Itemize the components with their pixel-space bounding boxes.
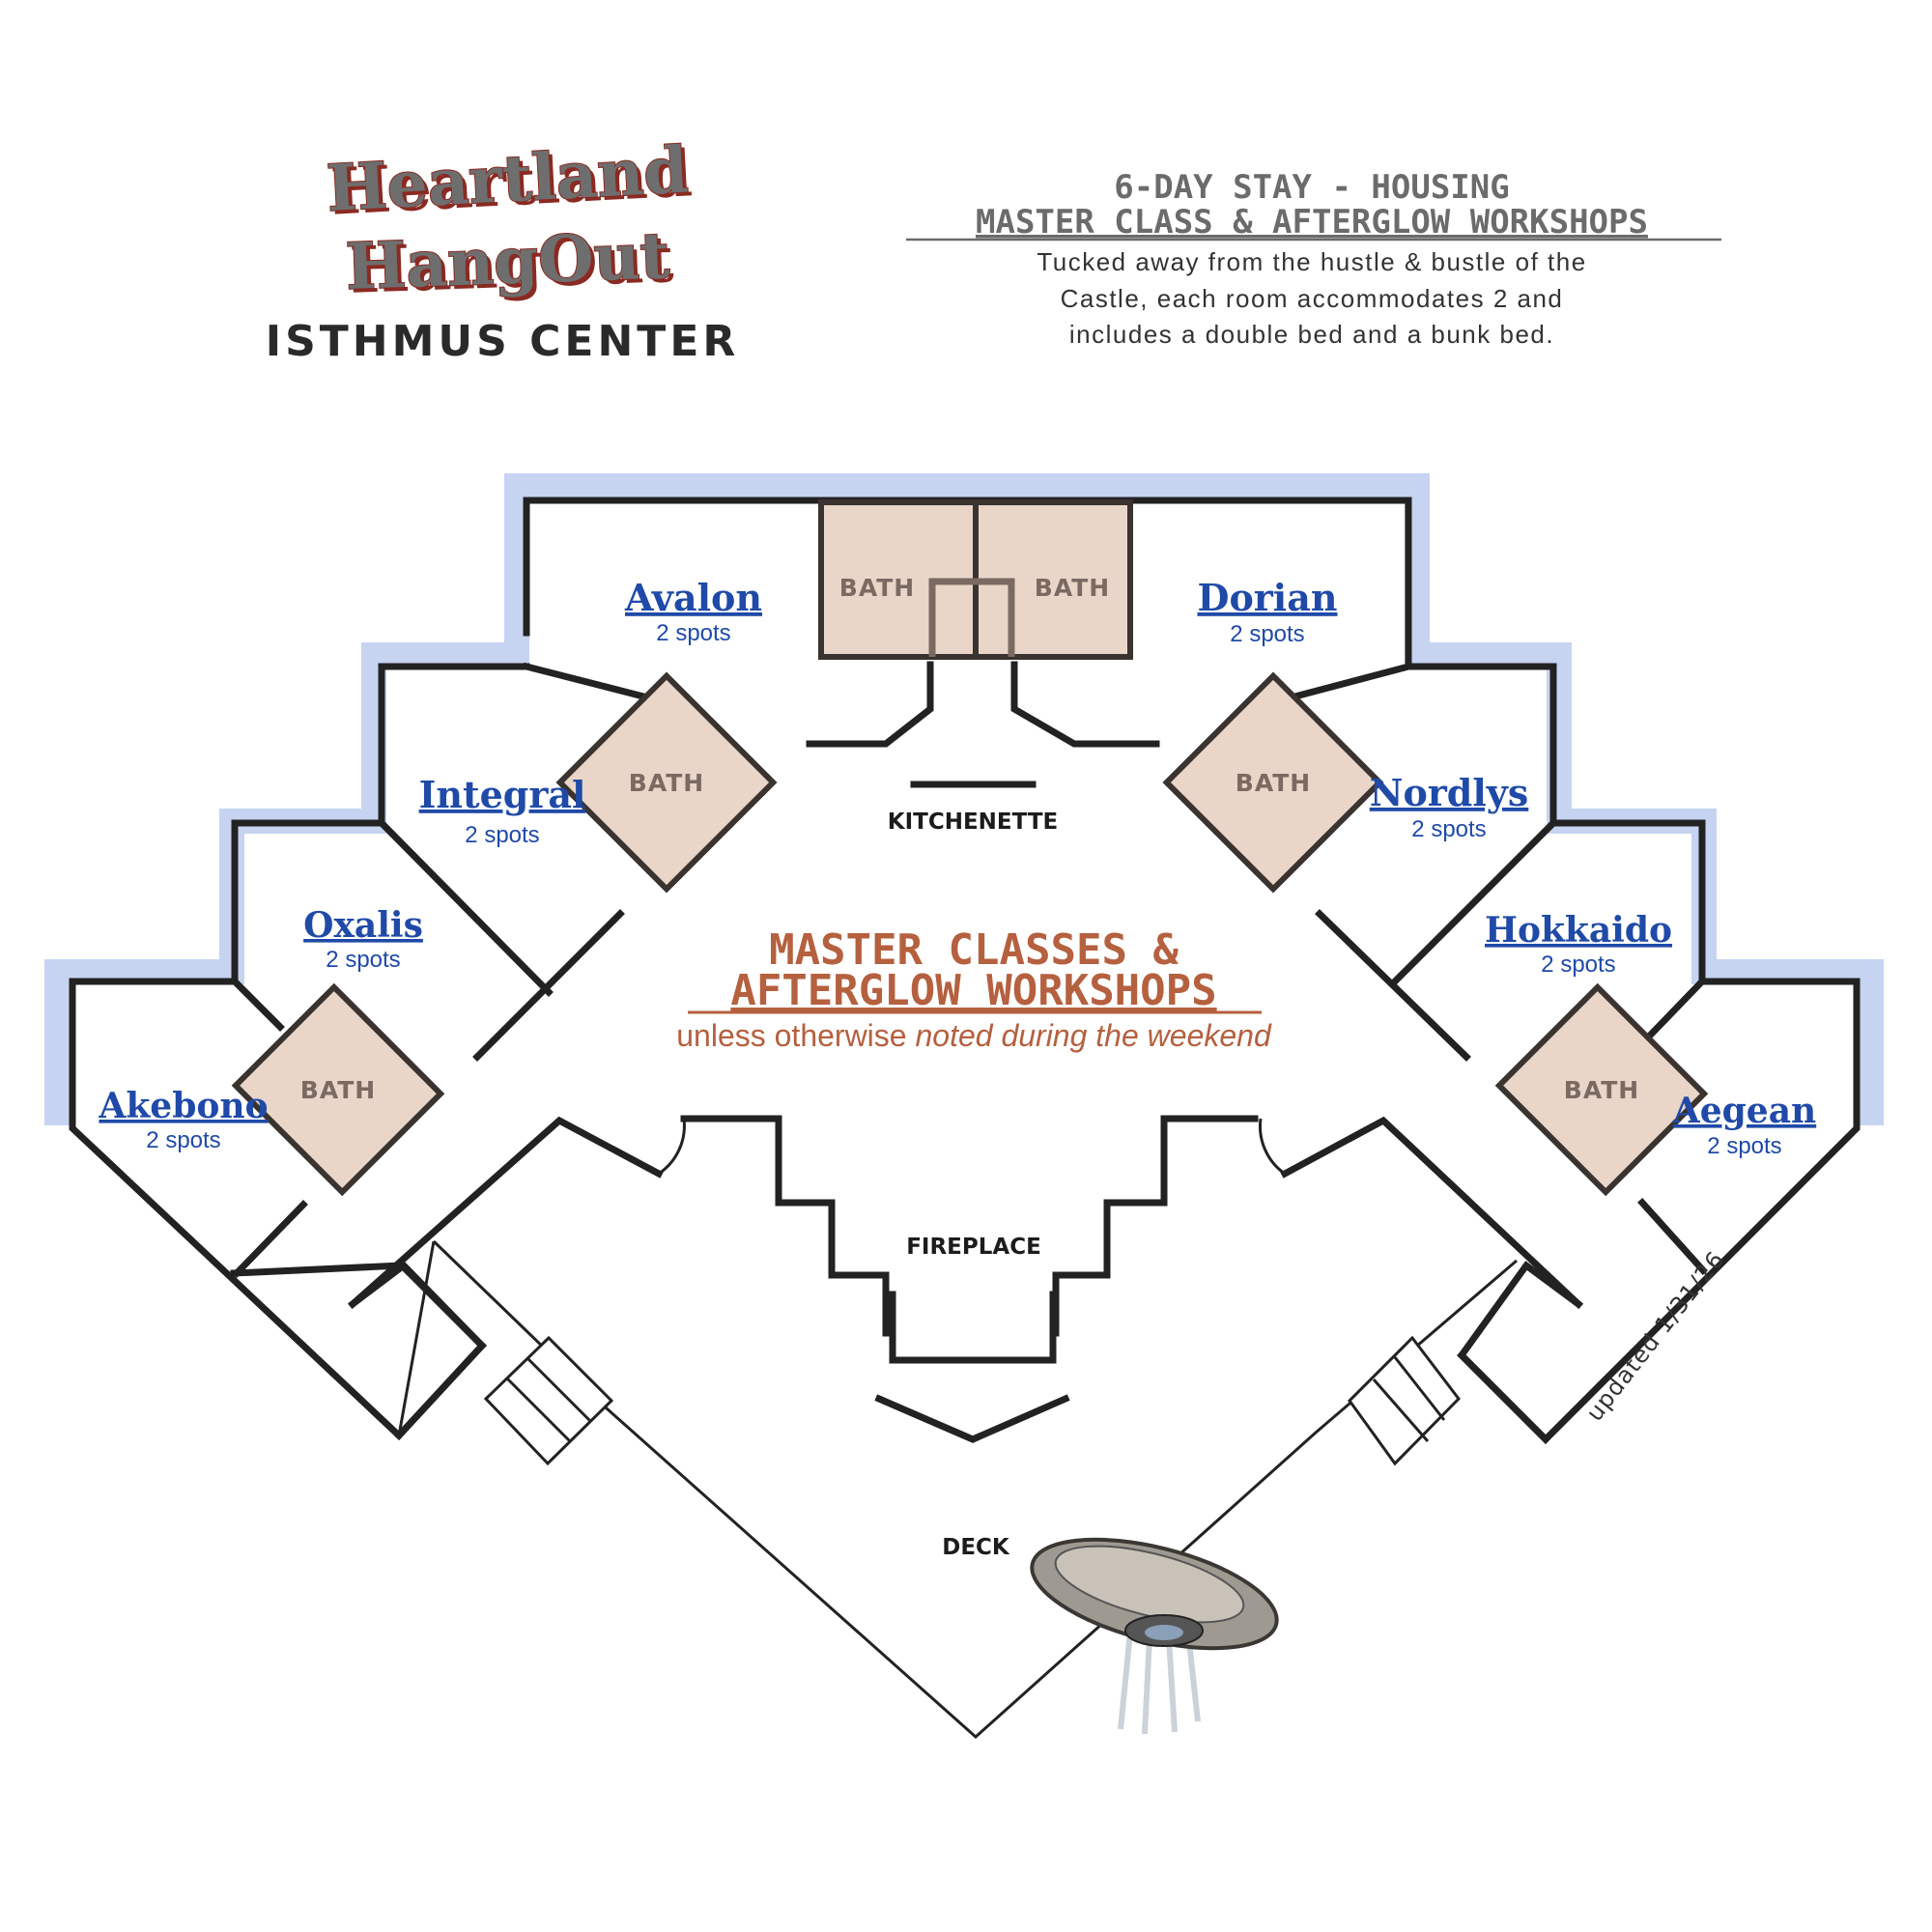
deck-left-return (397, 1240, 436, 1436)
aegean-door-wall (1637, 1198, 1708, 1275)
center-title-line-2: AFTERGLOW WORKSHOPS (730, 966, 1216, 1015)
logo-line-2: HangOut (345, 217, 671, 304)
room-aegean[interactable]: Aegean 2 spots (1672, 1091, 1816, 1159)
integral-wall (377, 818, 554, 997)
kitchenette-label: KITCHENETTE (888, 810, 1059, 835)
room-spots-integral: 2 spots (465, 822, 539, 848)
room-spots-hokkaido: 2 spots (1541, 952, 1615, 978)
deck-label: DECK (942, 1535, 1010, 1560)
fireplace-base (874, 1394, 1070, 1443)
room-name-hokkaido: Hokkaido (1485, 910, 1672, 951)
bath-shared-chase (928, 578, 1015, 657)
nordlys-door-wall (1315, 909, 1471, 1062)
nordlys-wall (1388, 818, 1558, 988)
bath-right-wall (1010, 661, 1160, 748)
room-hokkaido[interactable]: Hokkaido 2 spots (1485, 910, 1672, 978)
deck-left-corner (348, 1261, 487, 1440)
updated-date: updated 1/31/26 (1580, 1246, 1729, 1427)
blurb-line-2: Castle, each room accommodates 2 and (1061, 284, 1564, 313)
bath-integral: BATH (555, 671, 778, 894)
fireplace-label: FIREPLACE (906, 1235, 1041, 1260)
blurb-line-1: Tucked away from the hustle & bustle of … (1037, 247, 1586, 276)
dorian-wall (1287, 662, 1413, 702)
room-spots-oxalis: 2 spots (326, 947, 400, 973)
bath-hokkaido: BATH (1494, 982, 1709, 1197)
room-spots-avalon: 2 spots (656, 620, 730, 646)
deck-right-corner (1457, 1261, 1583, 1444)
event-logo: Heartland Heartland HangOut HangOut (324, 130, 694, 308)
avalon-wall (522, 662, 652, 702)
outer-wall (523, 497, 1861, 1444)
integral-door-wall (472, 909, 625, 1062)
room-oxalis[interactable]: Oxalis 2 spots (303, 905, 423, 973)
header-subtitle: MASTER CLASS & AFTERGLOW WORKSHOPS (976, 203, 1648, 242)
bath-nordlys: BATH (1162, 671, 1384, 894)
room-spots-dorian: 2 spots (1230, 621, 1304, 647)
svg-text:BATH: BATH (839, 574, 915, 602)
fireplace-wall-left (680, 1115, 890, 1337)
bath-oxalis: BATH (231, 982, 445, 1197)
corridor-wall-left (348, 1116, 664, 1309)
stairs-left (483, 1335, 614, 1466)
oxalis-door-wall (232, 1200, 308, 1278)
center-subtitle: unless otherwise noted during the weeken… (676, 1018, 1272, 1053)
room-spots-nordlys: 2 spots (1411, 816, 1486, 842)
deck-outline (432, 1239, 1518, 1740)
center-title-line-1: MASTER CLASSES & (769, 925, 1179, 975)
logo-line-2-shadow: HangOut (349, 221, 675, 308)
room-integral[interactable]: Integral 2 spots (419, 773, 586, 848)
svg-text:BATH: BATH (300, 1076, 376, 1104)
room-name-integral: Integral (419, 773, 586, 816)
room-avalon[interactable]: Avalon 2 spots (624, 576, 762, 646)
blurb-line-3: includes a double bed and a bunk bed. (1069, 320, 1554, 349)
corridor-wall-right (1280, 1116, 1583, 1309)
header-title: 6-DAY STAY - HOUSING (1114, 168, 1509, 207)
room-name-oxalis: Oxalis (303, 905, 423, 946)
svg-text:BATH: BATH (629, 769, 704, 797)
room-name-nordlys: Nordlys (1370, 771, 1529, 814)
fireplace-hearth (889, 1291, 1057, 1364)
room-akebono[interactable]: Akebono 2 spots (98, 1086, 268, 1153)
svg-text:BATH: BATH (1035, 574, 1110, 602)
room-name-avalon: Avalon (624, 576, 762, 619)
room-name-aegean: Aegean (1672, 1091, 1816, 1131)
room-spots-akebono: 2 spots (146, 1127, 220, 1153)
door-swing-right (1259, 1118, 1286, 1176)
room-dorian[interactable]: Dorian 2 spots (1197, 576, 1337, 647)
room-spots-aegean: 2 spots (1707, 1133, 1781, 1159)
svg-text:BATH: BATH (1236, 769, 1311, 797)
oxalis-wall (230, 977, 285, 1032)
room-name-akebono: Akebono (98, 1086, 268, 1126)
door-swing-left (658, 1118, 686, 1176)
stairs-right (1348, 1335, 1461, 1466)
room-nordlys[interactable]: Nordlys 2 spots (1370, 771, 1529, 842)
bath-left-wall (806, 661, 934, 748)
venue-name: ISTHMUS CENTER (266, 317, 740, 366)
hokkaido-wall (1642, 977, 1707, 1043)
svg-text:BATH: BATH (1564, 1076, 1639, 1104)
room-name-dorian: Dorian (1197, 576, 1337, 619)
fireplace-wall-right (1052, 1115, 1259, 1337)
ufo-icon (1030, 1537, 1279, 1735)
